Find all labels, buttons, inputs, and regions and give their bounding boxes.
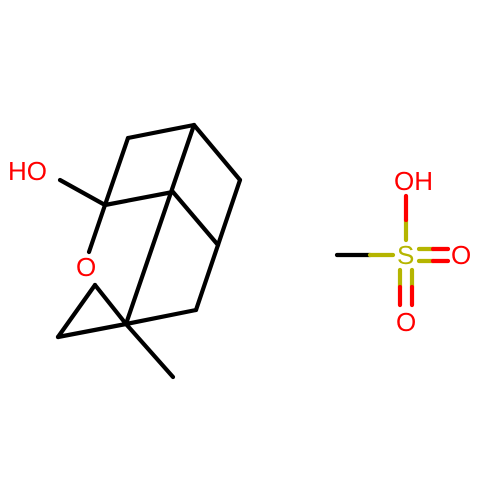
- bond: [123, 307, 199, 327]
- hydroxyl-label: HO: [8, 156, 47, 186]
- bond: [215, 177, 243, 248]
- bond: [125, 122, 197, 141]
- methanesulfonic-acid: OH S O O: [334, 166, 471, 337]
- sulfonic-hydroxyl-label: OH: [394, 166, 433, 196]
- bond: [57, 177, 108, 208]
- bond: [191, 122, 243, 183]
- ring-oxygen-label: O: [76, 252, 96, 282]
- bond: [92, 282, 129, 327]
- bond: [170, 189, 221, 248]
- bond: [102, 135, 131, 208]
- bond: [123, 122, 197, 327]
- oxo-right-label: O: [451, 240, 471, 270]
- cage-molecule: HO O: [8, 122, 243, 380]
- bond: [102, 189, 176, 208]
- bond: [193, 242, 221, 313]
- bond: [55, 321, 129, 340]
- bond: [55, 282, 98, 340]
- bond: [123, 321, 176, 380]
- bond: [86, 202, 108, 255]
- sulfur-label: S: [397, 240, 414, 270]
- oxo-bottom-label: O: [396, 307, 416, 337]
